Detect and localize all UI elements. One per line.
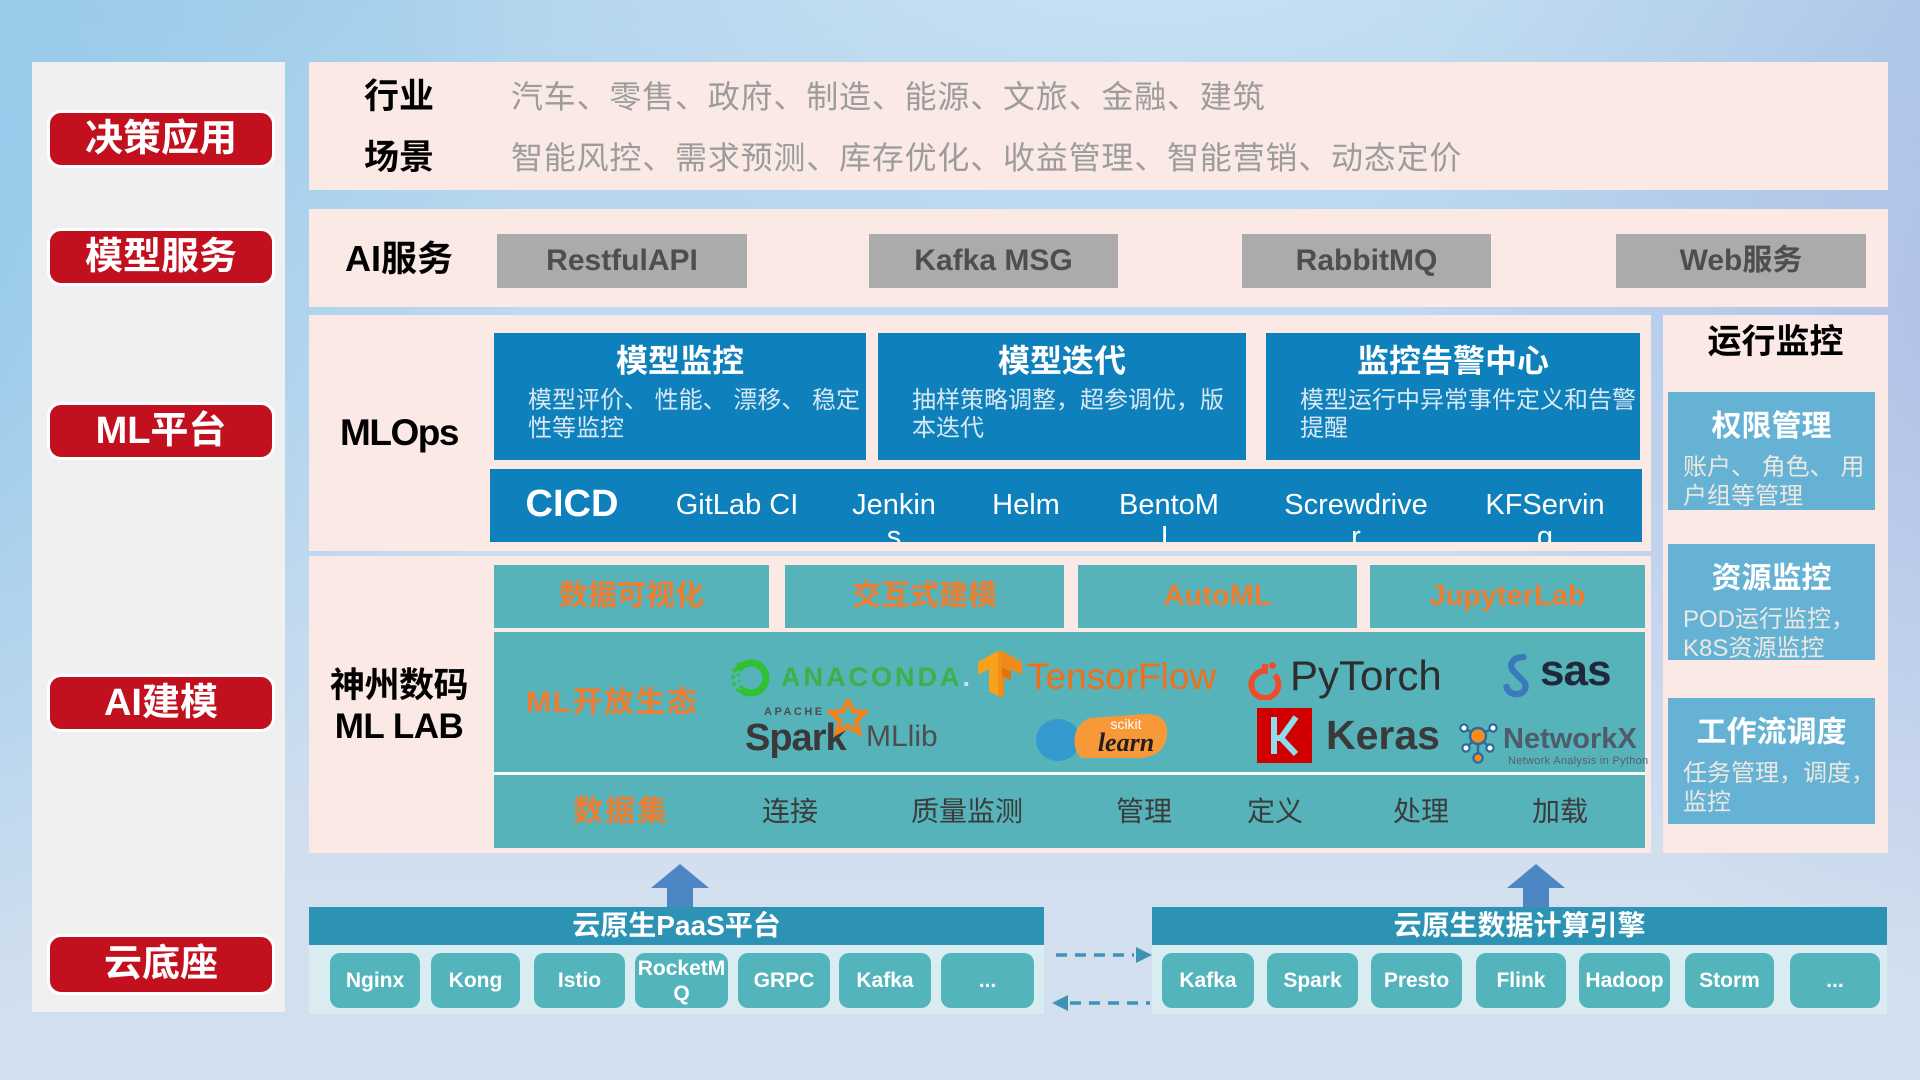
svg-text:scikit: scikit — [1110, 716, 1141, 732]
svg-text:learn: learn — [1098, 728, 1154, 757]
